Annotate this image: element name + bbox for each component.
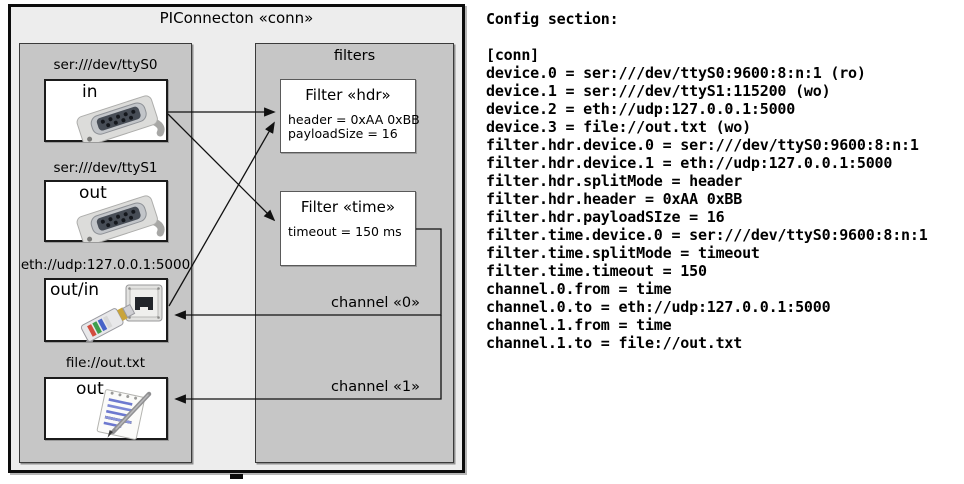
device-port-label: out <box>79 183 107 203</box>
filters-group-label: filters <box>333 48 376 64</box>
notepad-icon <box>96 389 152 440</box>
device-box-eth: out/in <box>44 278 168 342</box>
config-line: filter.time.splitMode = timeout <box>486 244 760 262</box>
filter-prop: header = 0xAA 0xBB <box>288 112 420 127</box>
channel-0-label: channel «0» <box>331 295 420 311</box>
config-line: device.0 = ser:///dev/ttyS0:9600:8:n:1 (… <box>486 64 866 82</box>
config-line: filter.hdr.device.0 = ser:///dev/ttyS0:9… <box>486 136 919 154</box>
config-line: filter.hdr.header = 0xAA 0xBB <box>486 190 743 208</box>
device-port-label: out <box>76 379 104 399</box>
config-line: channel.1.to = file://out.txt <box>486 334 743 352</box>
config-line: channel.1.from = time <box>486 316 672 334</box>
config-line: filter.hdr.payloadSIze = 16 <box>486 208 725 226</box>
filter-box-hdr: Filter «hdr» header = 0xAA 0xBB payloadS… <box>280 79 420 153</box>
channel-1-label: channel «1» <box>331 379 420 395</box>
device-url-label-file: file://out.txt <box>65 355 146 371</box>
config-panel: Config section: [conn] device.0 = ser://… <box>486 10 928 352</box>
device-url-label-eth: eth://udp:127.0.0.1:5000 <box>20 257 191 273</box>
filter-prop: payloadSize = 16 <box>288 126 398 141</box>
config-line: filter.hdr.splitMode = header <box>486 172 743 190</box>
ethernet-cable-icon <box>80 304 136 342</box>
filter-title: Filter «hdr» <box>305 86 391 104</box>
config-line: channel.0.from = time <box>486 280 672 298</box>
diagram-title: PIConnecton «conn» <box>159 9 314 27</box>
device-box-ttys0: in <box>44 79 168 142</box>
filter-title: Filter «time» <box>300 198 396 216</box>
ethernet-port-icon <box>125 284 163 322</box>
serial-connector-icon <box>76 195 165 242</box>
device-url-label-ttys0: ser:///dev/ttyS0 <box>53 57 158 73</box>
config-line: device.1 = ser:///dev/ttyS1:115200 (wo) <box>486 82 831 100</box>
device-port-label: in <box>82 82 98 102</box>
device-port-label: out/in <box>50 280 100 300</box>
filter-box-time: Filter «time» timeout = 150 ms <box>280 191 416 266</box>
config-line: filter.time.device.0 = ser:///dev/ttyS0:… <box>486 226 928 244</box>
device-box-file: out <box>44 377 168 440</box>
device-box-ttys1: out <box>44 180 168 242</box>
device-url-label-ttys1: ser:///dev/ttyS1 <box>53 160 158 176</box>
config-line: channel.0.to = eth://udp:127.0.0.1:5000 <box>486 298 831 316</box>
config-line: filter.time.timeout = 150 <box>486 262 707 280</box>
config-line: [conn] <box>486 46 539 64</box>
frame-bottom-notch <box>230 474 243 479</box>
config-line: device.2 = eth://udp:127.0.0.1:5000 <box>486 100 796 118</box>
config-heading: Config section: <box>486 10 619 28</box>
config-lines: [conn] device.0 = ser:///dev/ttyS0:9600:… <box>486 46 928 352</box>
filter-prop: timeout = 150 ms <box>288 224 402 239</box>
config-line: device.3 = file://out.txt (wo) <box>486 118 751 136</box>
config-line: filter.hdr.device.1 = eth://udp:127.0.0.… <box>486 154 893 172</box>
serial-connector-icon <box>76 95 165 142</box>
